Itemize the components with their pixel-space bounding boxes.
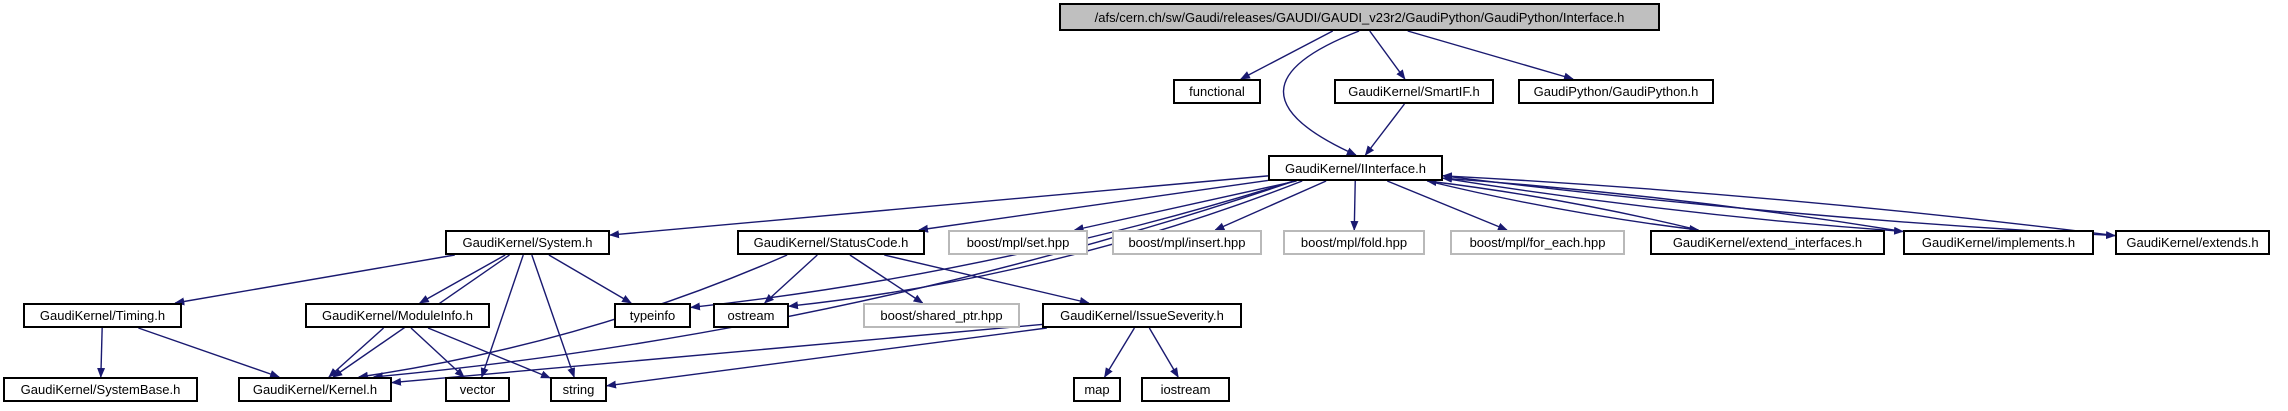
edge-interface_main-to-gaudipython [1407,30,1574,81]
node-extend-interfaces[interactable]: GaudiKernel/extend_interfaces.h [1650,230,1885,255]
edge-statuscode-to-shared_ptr [849,254,924,304]
edge-iinterface-to-extend_interfaces [1427,180,1700,233]
node-vector: vector [445,377,510,402]
node-interface-main: /afs/cern.ch/sw/Gaudi/releases/GAUDI/GAU… [1059,3,1660,31]
edge-implements-to-iinterface [1442,174,1904,233]
node-functional: functional [1173,79,1261,104]
edge-system-to-typeinfo [548,254,632,304]
edge-iinterface-to-typeinfo [690,180,1294,311]
edge-system-to-vector [480,254,524,378]
edge-smartif-to-iinterface [1364,103,1405,156]
edge-iinterface-to-mpl_foreach [1386,180,1508,231]
edge-extend_interfaces-to-iinterface [1426,178,1699,231]
edge-moduleinfo-to-vector [410,327,465,378]
edge-interface_main-to-iinterface [1282,30,1360,156]
edge-iinterface-to-ostream [788,180,1303,310]
node-extends[interactable]: GaudiKernel/extends.h [2115,230,2270,255]
edge-statuscode-to-issueseverity [884,254,1090,305]
node-map: map [1073,377,1121,402]
node-systembase[interactable]: GaudiKernel/SystemBase.h [3,377,198,402]
edge-interface_main-to-functional [1240,30,1334,80]
node-typeinfo: typeinfo [614,303,691,328]
edge-extends-to-iinterface [1442,172,2116,237]
node-timing[interactable]: GaudiKernel/Timing.h [23,303,182,328]
node-mpl-foreach: boost/mpl/for_each.hpp [1450,230,1625,255]
edge-statuscode-to-ostream [763,254,818,304]
edge-iinterface-to-system [609,175,1269,239]
edge-iinterface-to-statuscode [918,179,1269,233]
node-issueseverity[interactable]: GaudiKernel/IssueSeverity.h [1042,303,1242,328]
edge-moduleinfo-to-kernel [328,327,385,378]
node-moduleinfo[interactable]: GaudiKernel/ModuleInfo.h [305,303,490,328]
edge-system-to-moduleinfo [418,254,506,304]
edge-iinterface-to-implements [1442,177,1904,235]
node-statuscode[interactable]: GaudiKernel/StatusCode.h [737,230,925,255]
node-mpl-fold: boost/mpl/fold.hpp [1283,230,1425,255]
node-iinterface[interactable]: GaudiKernel/IInterface.h [1268,155,1443,181]
edge-iinterface-to-mpl_set [1073,180,1297,232]
node-shared-ptr: boost/shared_ptr.hpp [863,303,1020,328]
edge-iinterface-to-mpl_fold [1350,180,1359,231]
edge-statuscode-to-kernel [357,254,788,380]
node-ostream: ostream [713,303,789,328]
edge-issueseverity-to-map [1104,327,1135,378]
node-implements[interactable]: GaudiKernel/implements.h [1903,230,2094,255]
edge-interface_main-to-smartif [1369,30,1406,80]
edge-moduleinfo-to-string [427,327,551,379]
node-mpl-set: boost/mpl/set.hpp [948,230,1088,255]
edge-issueseverity-to-string [606,327,1047,389]
edge-timing-to-systembase [97,327,106,378]
node-smartif[interactable]: GaudiKernel/SmartIF.h [1334,79,1494,104]
node-gaudipython[interactable]: GaudiPython/GaudiPython.h [1518,79,1714,104]
node-iostream: iostream [1141,377,1230,402]
edge-system-to-timing [174,254,455,306]
edge-timing-to-kernel [138,327,281,378]
edge-iinterface-to-mpl_insert [1214,180,1327,231]
node-kernel[interactable]: GaudiKernel/Kernel.h [238,377,392,402]
node-string: string [550,377,607,402]
edge-issueseverity-to-iostream [1148,327,1179,378]
node-system[interactable]: GaudiKernel/System.h [445,230,610,255]
node-mpl-insert: boost/mpl/insert.hpp [1112,230,1262,255]
edge-system-to-string [531,254,575,378]
